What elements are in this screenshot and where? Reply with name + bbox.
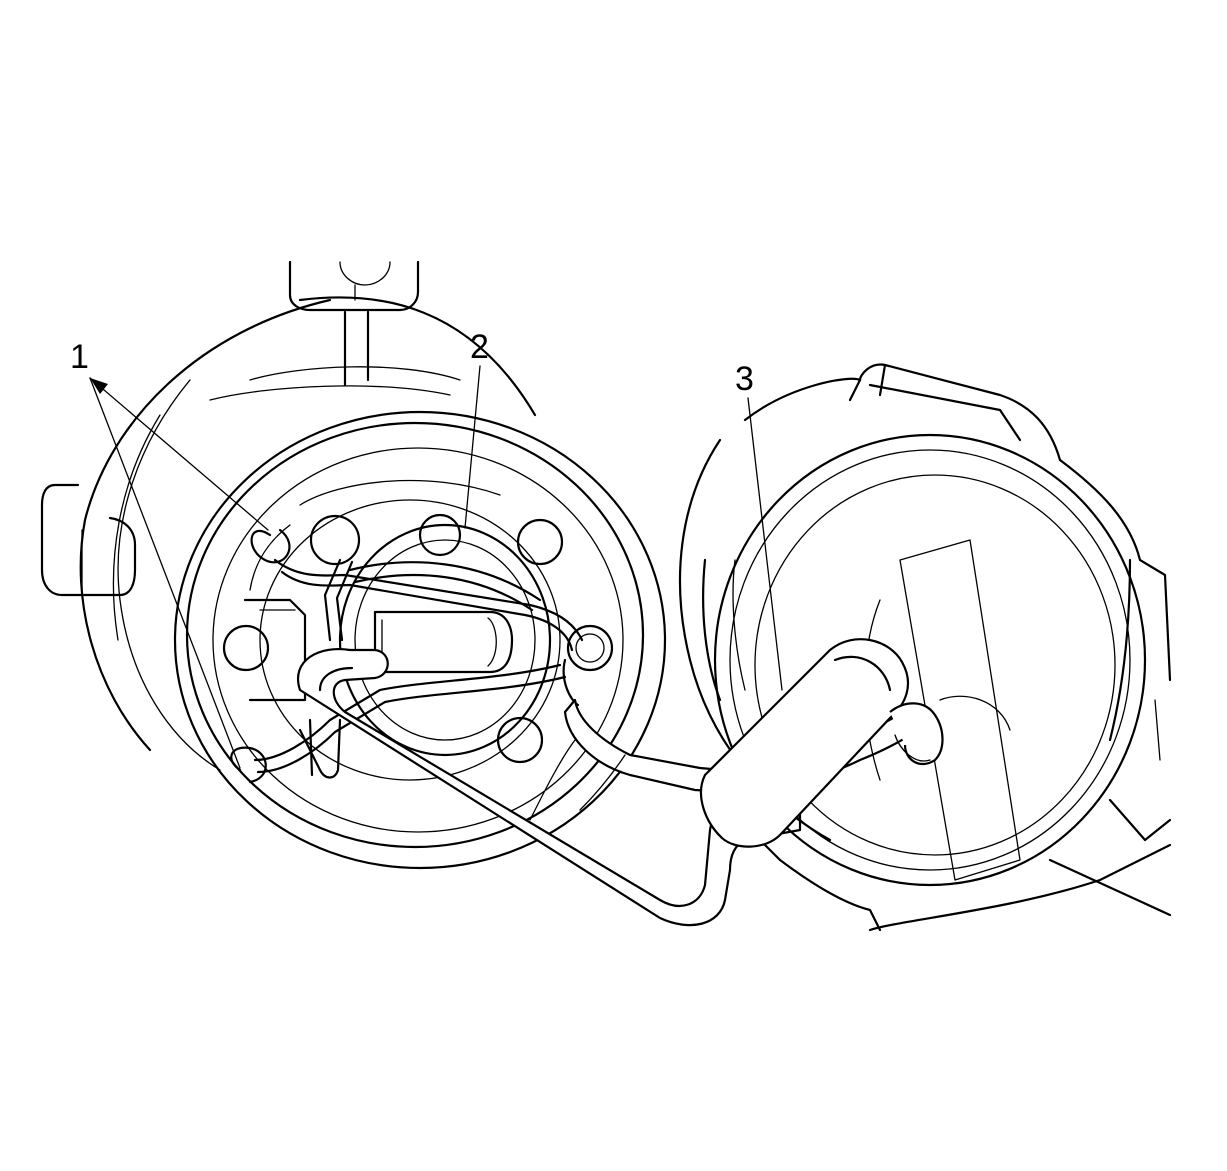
socket-hole-3 [222,624,270,672]
callout-1-leader-bottom [89,377,241,769]
callout-2-leader [464,365,481,529]
left-lamp-opening [173,410,667,870]
socket-hole-5 [418,513,462,557]
callout-1-label: 1 [70,338,89,376]
left-lamp-housing [40,260,537,771]
callout-3: 3 [735,360,783,691]
socket-hole-2 [516,518,564,566]
pigtail-connector [700,638,1011,848]
callout-2: 2 [464,328,489,529]
callout-1-arrow [90,378,108,394]
retaining-clip [230,528,614,784]
callout-1: 1 [70,338,269,769]
callout-3-leader [747,397,783,691]
right-lamp-housing [678,363,1172,932]
socket-hole-4 [496,716,544,764]
socket-hole-1 [309,514,361,566]
callout-2-label: 2 [470,328,489,366]
bulb-socket [222,513,564,764]
callout-1-leader-top [89,377,269,531]
callout-3-label: 3 [735,360,754,398]
